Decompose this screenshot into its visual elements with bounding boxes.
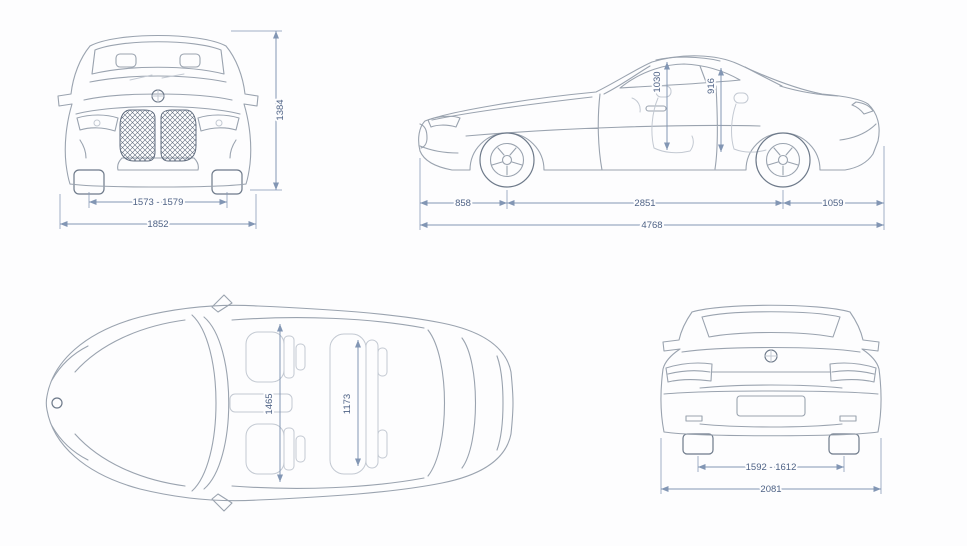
rear-seatback [365, 339, 379, 469]
front-height-label: 1384 [275, 99, 286, 120]
brand-roundel-cross [764, 349, 778, 363]
dimension-front-track: 1573 - 1579 [88, 192, 228, 210]
rear-left-tire [682, 433, 714, 455]
rear-tire [755, 132, 811, 188]
rear-overhang-label: 1059 [822, 198, 843, 209]
extension-lines [660, 438, 882, 494]
brand-roundel-icon [51, 397, 63, 409]
wiper-blades [129, 73, 185, 81]
driver-seatback [283, 335, 295, 379]
rear-seat-headrest [733, 92, 749, 104]
front-overhang-label: 858 [455, 198, 471, 209]
brand-roundel-cross [151, 89, 165, 103]
rear-view-car [660, 304, 882, 455]
front-seat-headrest [655, 85, 672, 98]
front-rim [489, 142, 525, 178]
windshield [91, 41, 225, 75]
front-wheel [479, 132, 535, 188]
left-headlight-lens [93, 119, 101, 127]
rear-headroom-label: 916 [706, 78, 717, 94]
front-left-tire [73, 169, 105, 195]
front-track-label: 1573 - 1579 [133, 197, 184, 208]
left-headrest [115, 53, 137, 68]
right-headlight-lens [215, 119, 223, 127]
rear-rim [765, 142, 801, 178]
rear-right-tire [828, 433, 860, 455]
rear-body-outline [660, 304, 882, 437]
driver-headrest [295, 343, 306, 371]
overall-length-label: 4768 [641, 220, 662, 231]
front-view-car [57, 34, 259, 195]
dimension-front-width: 1852 [59, 194, 257, 232]
license-plate-recess [736, 395, 806, 417]
dimension-rear-overall-width: 2081 [660, 438, 882, 497]
extension-lines [419, 146, 885, 230]
top-view-car [45, 294, 514, 512]
side-lights [419, 101, 874, 149]
right-reflector [839, 415, 857, 422]
center-console [229, 393, 293, 413]
side-body-details [419, 56, 877, 171]
front-headroom-label: 1030 [652, 71, 663, 92]
top-body-outline [45, 304, 514, 502]
side-body-outline [418, 55, 880, 171]
taillights [665, 362, 877, 383]
right-headrest [179, 53, 201, 68]
top-body-details [51, 314, 504, 492]
rear-right-headrest [377, 429, 388, 459]
dimension-rear-track: 1592 - 1612 [697, 456, 845, 475]
kidney-grille-left [119, 109, 156, 162]
kidney-grille-right [160, 109, 197, 162]
dimension-rear-interior-width: 1173 [340, 340, 362, 466]
headlights [76, 114, 240, 132]
side-view: 1030 916 858 2851 1059 4768 [418, 55, 885, 233]
rear-interior-width-label: 1173 [342, 394, 353, 414]
rear-window [701, 311, 841, 338]
front-view: 1384 1573 - 1579 1852 [57, 30, 288, 232]
driver-seat [245, 331, 285, 383]
side-mirrors [211, 294, 233, 512]
passenger-headrest [295, 435, 306, 463]
dimension-rear-headroom: 916 [704, 68, 725, 152]
rear-view: 1592 - 1612 2081 [660, 304, 882, 497]
rear-wheel [755, 132, 811, 188]
passenger-seatback [283, 427, 295, 471]
left-reflector [685, 415, 703, 422]
wheelbase-label: 2851 [634, 198, 655, 209]
dimension-front-headroom: 1030 [650, 61, 671, 150]
passenger-seat [245, 423, 285, 475]
front-spokes [491, 147, 523, 176]
front-right-tire [211, 169, 243, 195]
door-handle [645, 105, 667, 112]
dimension-front-interior-width: 1465 [262, 324, 284, 482]
dimension-side-lengths: 858 2851 1059 4768 [419, 146, 885, 233]
top-interior-seats [229, 331, 388, 475]
rear-hub [777, 154, 789, 166]
rear-spokes [767, 147, 799, 176]
front-interior-width-label: 1465 [264, 393, 275, 414]
rear-left-headrest [377, 347, 388, 377]
rear-track-label: 1592 - 1612 [746, 462, 797, 473]
dimension-front-height: 1384 [231, 30, 288, 191]
front-width-label: 1852 [147, 219, 168, 230]
front-body-outline [57, 34, 259, 188]
side-view-car [418, 55, 880, 188]
front-tire [479, 132, 535, 188]
front-hub [501, 154, 513, 166]
top-view: 1465 1173 [45, 294, 514, 512]
rear-overall-width-label: 2081 [760, 484, 781, 495]
